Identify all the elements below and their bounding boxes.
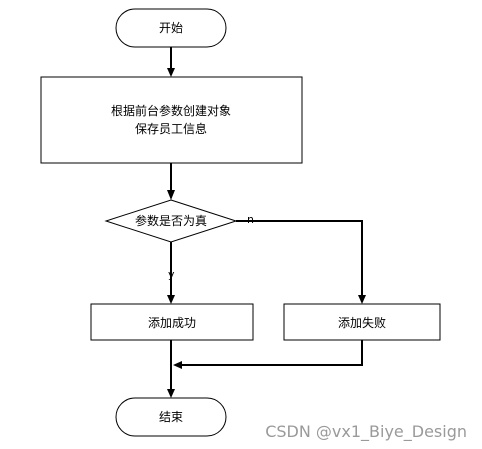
no-branch-label: n — [247, 213, 254, 226]
arrowhead — [167, 190, 175, 200]
watermark-text: CSDN @vx1_Biye_Design — [265, 422, 467, 442]
failure-shape — [283, 303, 441, 341]
success-shape — [90, 303, 254, 341]
process-label-line2: 保存员工信息 — [135, 121, 207, 136]
yes-branch-label: y — [168, 268, 175, 281]
success-node: 添加成功 — [90, 303, 254, 341]
end-shape — [115, 397, 227, 437]
arrow-no-branch: n — [236, 213, 366, 304]
success-label: 添加成功 — [148, 316, 196, 330]
process-node: 根据前台参数创建对象 保存员工信息 — [40, 76, 303, 164]
arrow-success-to-end — [167, 340, 175, 398]
arrow-yes-branch: y — [167, 242, 175, 304]
process-label-line1: 根据前台参数创建对象 — [111, 103, 231, 118]
end-label: 结束 — [159, 410, 183, 424]
end-node: 结束 — [115, 397, 227, 437]
start-label: 开始 — [159, 21, 183, 35]
start-node: 开始 — [115, 8, 227, 48]
arrowhead — [167, 389, 175, 398]
decision-label: 参数是否为真 — [135, 213, 207, 228]
arrowhead — [173, 361, 182, 369]
arrow-process-to-decision — [167, 163, 175, 200]
decision-node: 参数是否为真 — [104, 199, 238, 243]
arrow-failure-merge — [173, 340, 363, 369]
failure-label: 添加失败 — [338, 315, 386, 330]
process-shape — [40, 76, 303, 164]
arrow-start-to-process — [167, 47, 175, 77]
arrowhead — [358, 295, 366, 304]
arrowhead — [167, 68, 175, 77]
arrowhead — [167, 295, 175, 304]
failure-node: 添加失败 — [283, 303, 441, 341]
